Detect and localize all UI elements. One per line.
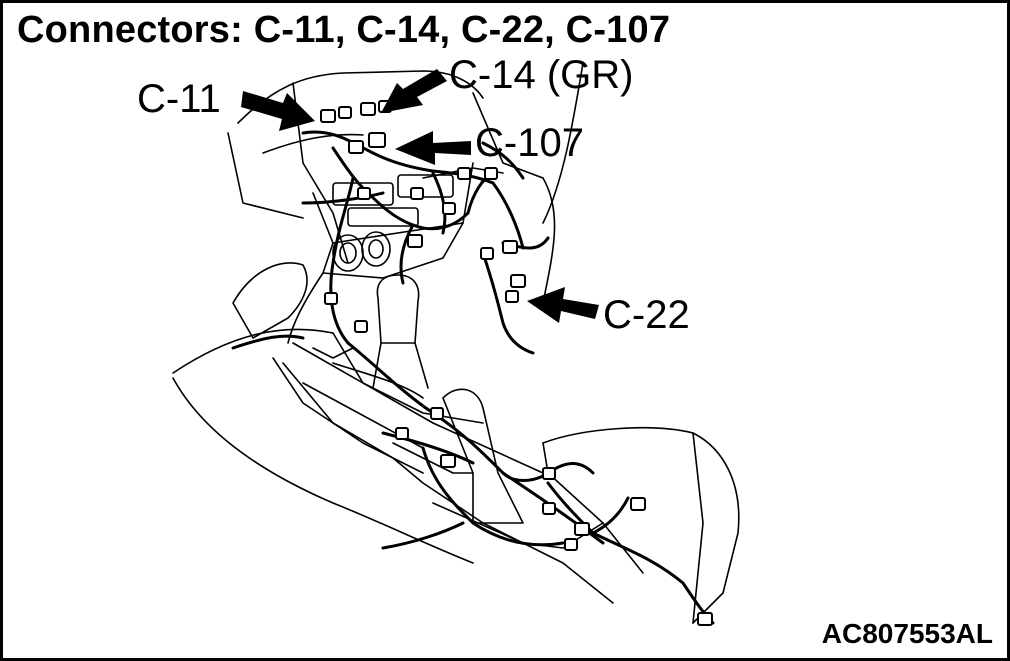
pointer-arrows <box>241 69 599 323</box>
callout-c14: C-14 (GR) <box>449 53 634 97</box>
callout-c11: C-11 <box>137 77 221 121</box>
figure-id: AC807553AL <box>821 618 993 649</box>
callout-c22: C-22 <box>603 293 690 337</box>
pointer-arrow-icon <box>527 287 599 323</box>
connector-blocks <box>320 100 713 626</box>
connector-c11b <box>338 106 352 119</box>
pointer-arrow-icon <box>395 131 471 165</box>
wiring-illustration <box>172 62 740 626</box>
pointer-arrow-icon <box>381 69 447 113</box>
connector-c14 <box>360 102 376 116</box>
connector-c107 <box>368 132 386 148</box>
floor-console <box>282 342 614 604</box>
pointer-arrow-icon <box>241 91 315 131</box>
connector-c107b <box>348 140 364 154</box>
connector-c22 <box>510 274 526 288</box>
connector-c11 <box>320 109 336 123</box>
center-vents <box>332 174 454 272</box>
wiring-harness <box>231 130 715 625</box>
page-title: Connectors: C-11, C-14, C-22, C-107 <box>17 9 671 51</box>
callout-c107: C-107 <box>475 121 584 165</box>
